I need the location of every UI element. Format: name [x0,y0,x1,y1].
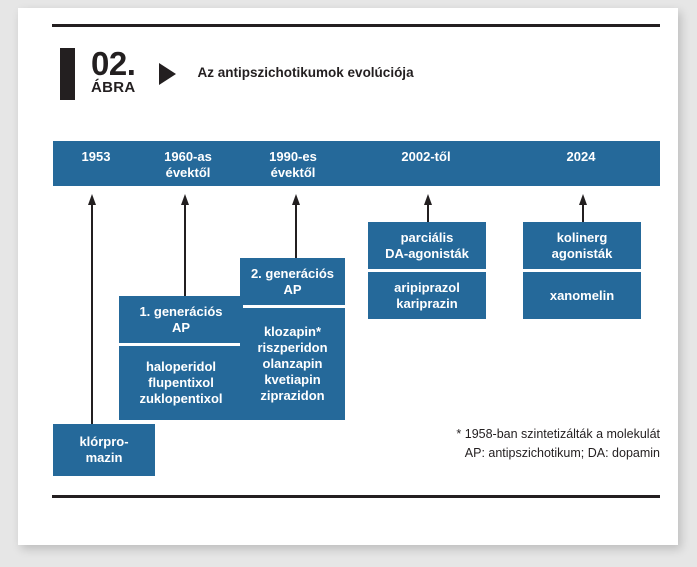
footnote-line-2: AP: antipszichotikum; DA: dopamin [464,446,660,461]
arrow-shaft [91,203,94,427]
footnote: * 1958-ban szintetizálták a molekulát AP… [456,425,660,464]
figure-heading: 02. ÁBRA Az antipszichotikumok evolúciój… [60,45,414,100]
group-1953-drug-box: klórpro- mazin [53,424,155,476]
arrow-shaft [184,203,187,317]
timeline-period-3: 2002-től [401,149,451,164]
group-2024-class-box: kolinerg agonisták [523,222,641,269]
group-1960s-drug-box: haloperidol flupentixol zuklopentixol [119,346,243,420]
timeline-bar [53,141,660,186]
arrow-2002 [424,194,433,222]
footnote-line-1: * 1958-ban szintetizálták a molekulát [456,427,660,441]
group-2002-class-box: parciális DA-agonisták [368,222,486,269]
bottom-divider-rule [52,495,660,498]
group-1990s-class-box: 2. generációs AP [240,258,345,305]
timeline-period-4: 2024 [566,149,596,164]
figure-accent-bar [60,48,75,100]
figure-number: 02. [91,45,136,82]
arrow-head-icon [579,194,587,205]
arrow-1990s [292,194,301,258]
play-triangle-icon [158,63,176,85]
arrow-2024 [579,194,588,222]
arrow-head-icon [292,194,300,205]
arrow-shaft [427,203,430,222]
timeline-period-2: 1990-es évektől [269,149,317,181]
figure-number-block: 02. ÁBRA [91,45,136,97]
group-2024-drug-box: xanomelin [523,272,641,319]
arrow-head-icon [88,194,96,205]
arrow-1960s [181,194,190,317]
arrow-head-icon [424,194,432,205]
figure-kind-label: ÁBRA [91,79,136,97]
arrow-head-icon [181,194,189,205]
group-2002-drug-box: aripiprazol kariprazin [368,272,486,319]
arrow-shaft [582,203,585,222]
group-1960s-class-box: 1. generációs AP [119,296,243,343]
timeline-period-1: 1960-as évektől [164,149,212,181]
timeline-period-0: 1953 [81,149,111,164]
arrow-1953 [88,194,97,427]
arrow-shaft [295,203,298,258]
figure-title: Az antipszichotikumok evolúciója [197,65,414,80]
group-1990s-drug-box: klozapin* riszperidon olanzapin kvetiapi… [240,308,345,420]
top-divider-rule [52,24,660,27]
